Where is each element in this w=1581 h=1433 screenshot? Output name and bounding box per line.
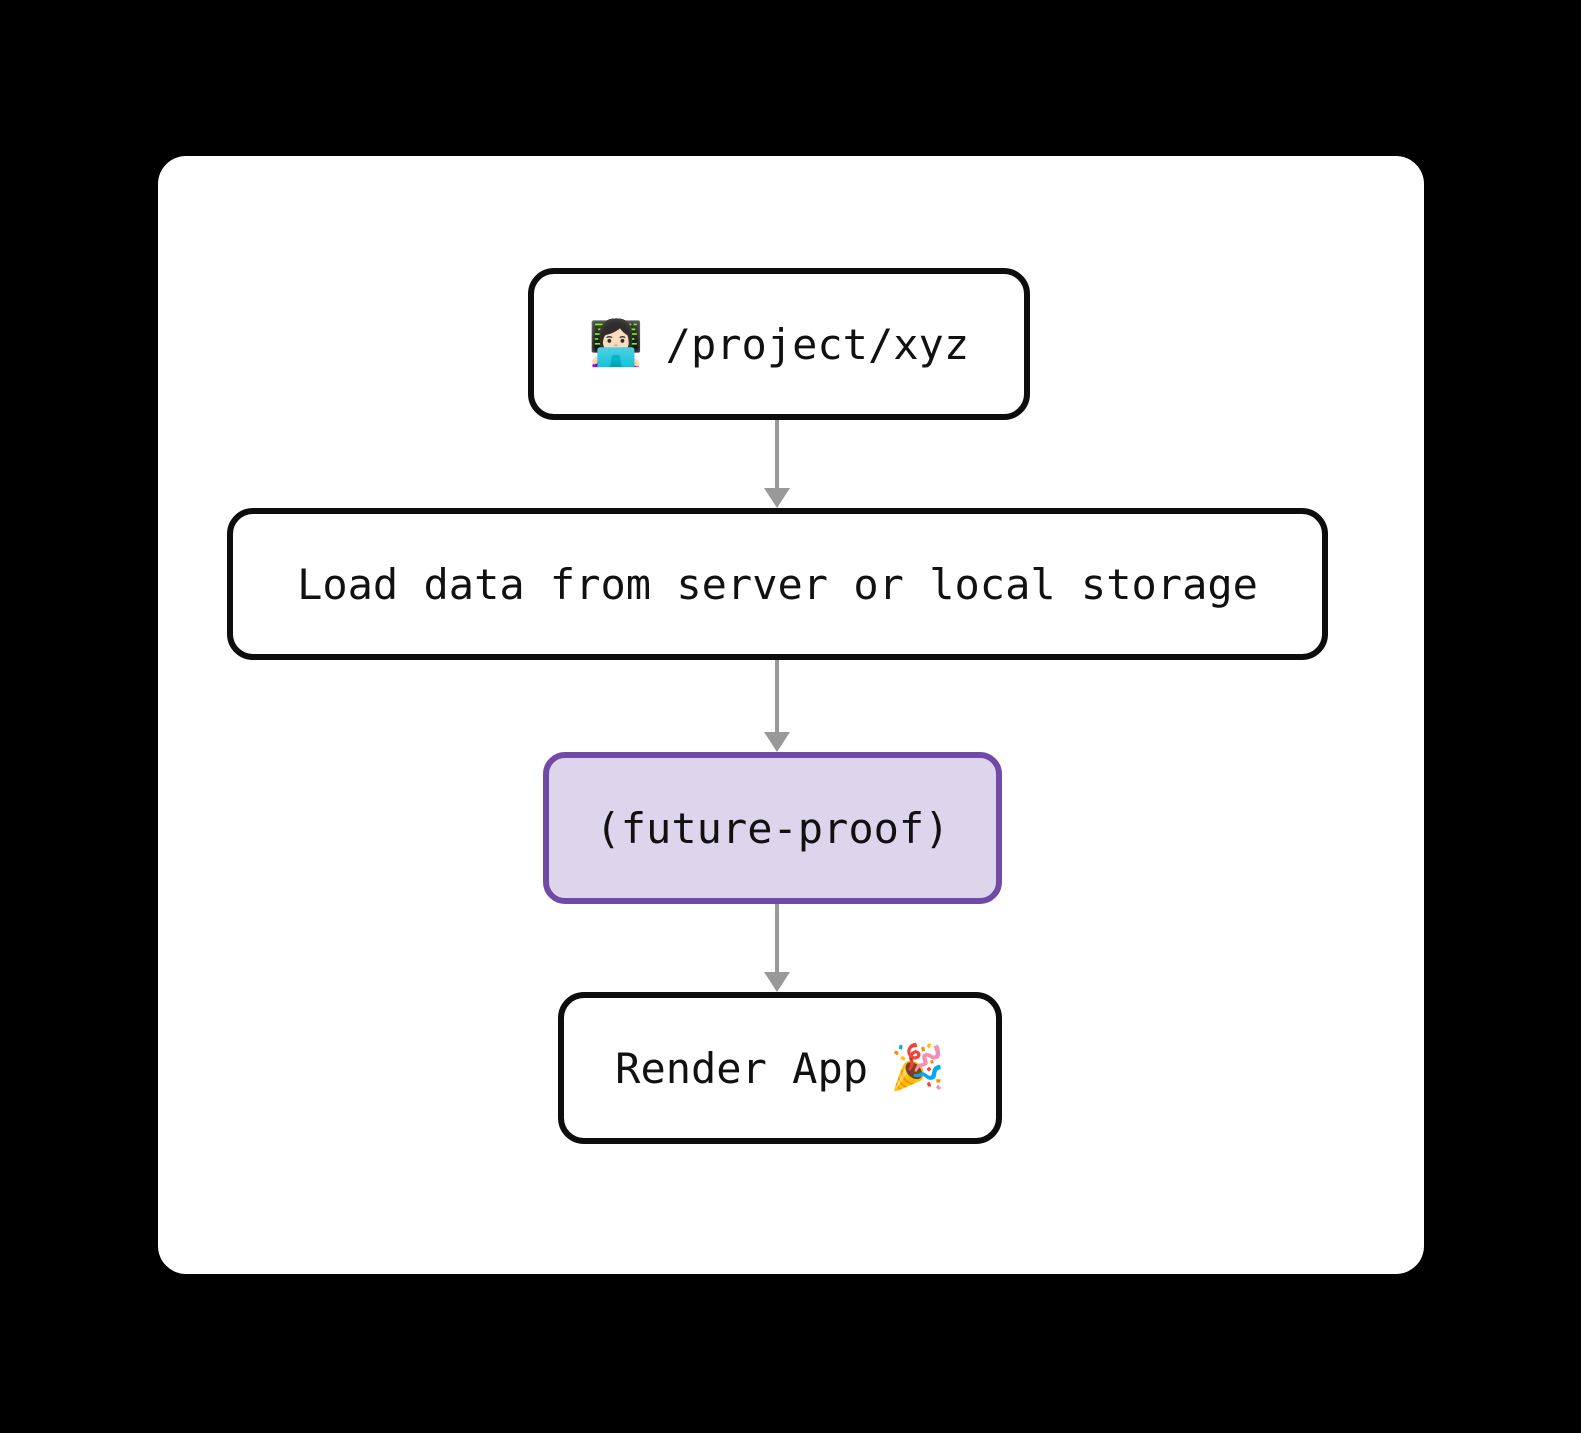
flow-node-future-proof: (future-proof) xyxy=(543,752,1002,904)
arrow-shaft xyxy=(775,660,779,732)
flow-node-load-data-label: Load data from server or local storage xyxy=(297,559,1258,609)
flow-node-render-app-label: Render App xyxy=(615,1043,869,1093)
flow-arrow-down-2 xyxy=(763,660,791,752)
woman-technologist-emoji: 👩🏻‍💻 xyxy=(588,318,644,369)
flow-node-project-route: 👩🏻‍💻 /project/xyz xyxy=(528,268,1030,420)
flow-node-project-route-label: /project/xyz xyxy=(665,319,970,369)
flow-arrow-down-3 xyxy=(763,904,791,992)
arrow-shaft xyxy=(775,904,779,972)
flow-arrow-down-1 xyxy=(763,420,791,508)
diagram-card: 👩🏻‍💻 /project/xyz Load data from server … xyxy=(158,156,1424,1274)
arrow-head-icon xyxy=(764,972,790,992)
flow-node-render-app: Render App 🎉 xyxy=(558,992,1002,1144)
party-popper-emoji: 🎉 xyxy=(890,1042,945,1093)
arrow-head-icon xyxy=(764,732,790,752)
flow-node-load-data: Load data from server or local storage xyxy=(227,508,1328,660)
flow-node-future-proof-label: (future-proof) xyxy=(595,803,950,853)
arrow-head-icon xyxy=(764,488,790,508)
arrow-shaft xyxy=(775,420,779,488)
